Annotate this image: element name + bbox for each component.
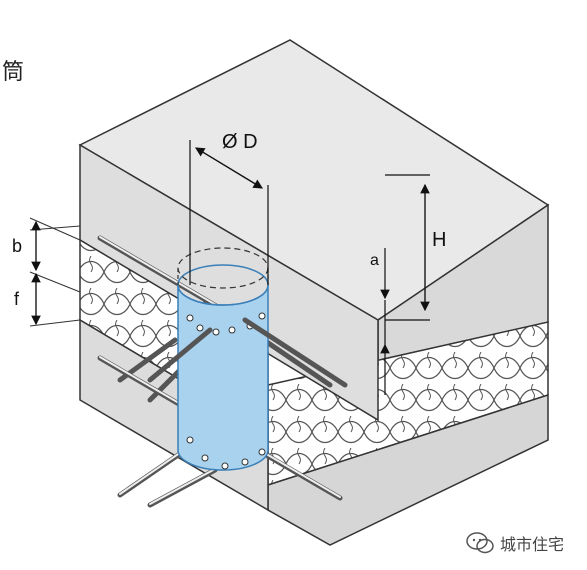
diameter-dimension [189,140,269,285]
layer-extension-lines [29,217,81,327]
core-cylinder [177,247,269,471]
clearance-label: a [370,252,379,269]
watermark-text: 城市住宅 [500,535,565,554]
watermark: 城市住宅 [466,528,564,558]
side-characters: 筒 [2,58,32,88]
height-dimension [385,174,430,321]
front-rebars [147,317,348,388]
wechat-icon [466,532,494,554]
height-label: H [432,229,446,251]
side-char: 筒 [2,60,25,85]
insulation-layer-label: f [14,289,20,309]
face-layer-label: b [12,236,22,256]
diameter-label: Ø D [222,131,258,153]
block-front-face-upper [79,143,379,422]
